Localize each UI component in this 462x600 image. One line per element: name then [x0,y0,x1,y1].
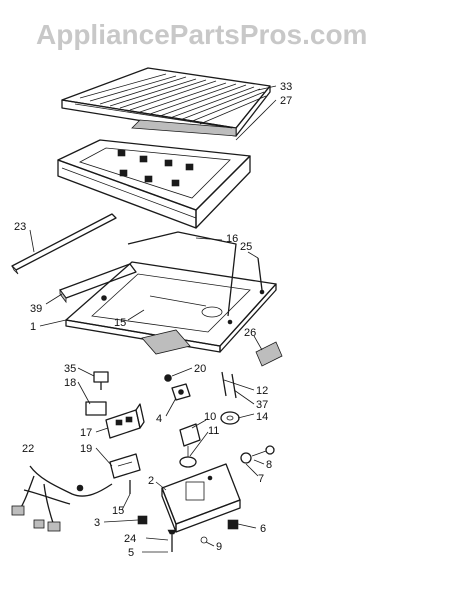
callout-19: 19 [80,443,92,455]
callout-4: 4 [156,413,162,425]
callout-9: 9 [216,541,222,553]
part-33-grille [61,67,271,137]
part-20-clip [164,374,172,382]
callout-10: 10 [204,411,216,423]
callout-15-upper: 15 [114,317,126,329]
callout-20: 20 [194,363,206,375]
part-14-washer [220,411,240,425]
callout-8: 8 [266,459,272,471]
callout-15-lower: 15 [112,505,124,517]
part-2-base-block [161,463,241,533]
callout-14: 14 [256,411,268,423]
callout-12: 12 [256,385,268,397]
callout-3: 3 [94,517,100,529]
part-6-connector [227,519,239,530]
part-19-bracket [109,453,141,479]
callout-labels: 33 27 23 16 25 39 1 15 26 35 18 20 12 37… [14,81,292,559]
part-39-bar [59,263,137,304]
callout-6: 6 [260,523,266,535]
callout-37: 37 [256,399,268,411]
part-23-strip [11,213,117,275]
callout-33: 33 [280,81,292,93]
callout-27: 27 [280,95,292,107]
callout-11: 11 [208,425,219,437]
callout-25: 25 [240,241,252,253]
part-24-5-screw [167,529,177,552]
part-16-rod [127,231,237,317]
part-10-11-lever [179,423,201,468]
callout-39: 39 [30,303,42,315]
watermark-text: AppliancePartsPros.com [36,19,367,50]
callout-35: 35 [64,363,76,375]
part-4-cam [171,383,191,401]
part-1-base-plate [65,261,277,355]
callout-16: 16 [226,233,238,245]
callout-22: 22 [22,443,34,455]
callout-24: 24 [124,533,136,545]
part-25-screw [257,257,265,295]
part-17-control-box [105,403,145,439]
part-35-fastener [93,371,109,390]
part-12-37-pins [221,371,237,399]
callout-5: 5 [128,547,134,559]
part-22-harness [11,465,113,532]
part-9-washer [200,536,208,544]
part-27-frame [57,139,251,229]
part-7-8-fitting [240,445,275,464]
part-3-nut [137,515,148,525]
callout-17: 17 [80,427,92,439]
callout-7: 7 [258,473,264,485]
callout-26: 26 [244,327,256,339]
callout-2: 2 [148,475,154,487]
leader-lines [29,85,277,553]
callout-1: 1 [30,321,36,333]
callout-23: 23 [14,221,26,233]
callout-18: 18 [64,377,76,389]
part-18-box [85,401,107,416]
part-26-bracket [255,341,283,367]
